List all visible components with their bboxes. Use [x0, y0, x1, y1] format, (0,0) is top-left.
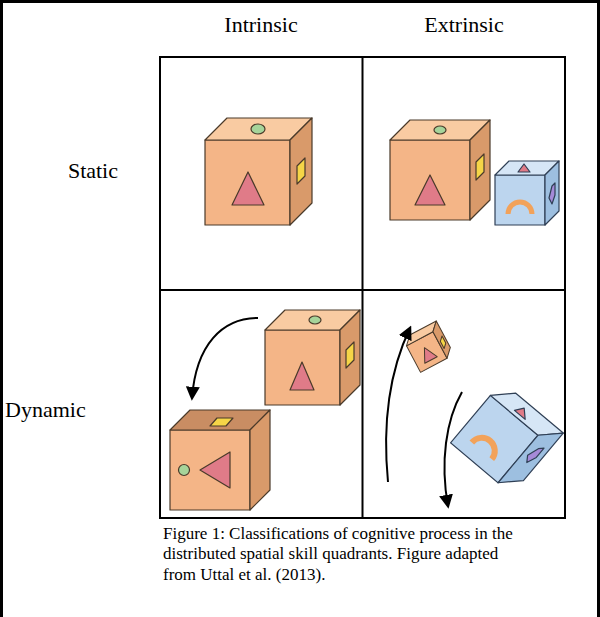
column-header: Extrinsic	[424, 12, 503, 38]
frame-part	[0, 0, 3, 617]
rotation-arrow	[192, 318, 258, 398]
column-header: Intrinsic	[224, 12, 297, 38]
cube-figure-part	[508, 202, 532, 214]
rotation-arrow	[444, 392, 462, 506]
small-cube-figure-part	[438, 336, 447, 348]
cube-figure-part	[290, 118, 312, 225]
cube-figure	[265, 310, 360, 405]
rotated-cube-figure-part	[472, 433, 500, 460]
cube-figure-part	[549, 183, 555, 204]
cube-figure-part	[232, 172, 264, 205]
cube-figure-part	[290, 362, 314, 390]
small-cube-figure-part	[429, 321, 454, 358]
rotated-cube-figure	[170, 410, 270, 510]
quadrant-grid	[160, 57, 565, 518]
cube-figure-part	[476, 154, 484, 180]
cube-figure-part	[340, 310, 360, 405]
rotated-cube-figure-part	[498, 421, 563, 494]
cube-figure-part	[518, 164, 530, 172]
figure-caption: Figure 1: Classifications of cognitive p…	[163, 524, 515, 585]
quadrant-grid-part	[160, 289, 565, 291]
cube-figure	[205, 118, 312, 225]
cube-figure	[390, 120, 490, 220]
cube-figure-part	[470, 120, 490, 220]
rotated-cube-figure-part	[250, 410, 270, 510]
cube-figure-part	[346, 342, 354, 368]
row-header: Static	[68, 158, 118, 184]
frame-part	[597, 0, 600, 617]
cube-figure-part	[205, 140, 290, 225]
rotated-cube-figure-part	[170, 430, 250, 510]
cube-figure-part	[309, 316, 321, 324]
quadrant-grid-part	[362, 57, 364, 518]
rotation-arrow	[386, 328, 410, 482]
rotated-cube-figure-part	[200, 452, 230, 488]
cube-figure-part	[434, 126, 446, 134]
cube-figure-part	[297, 158, 305, 184]
cube-figure-part	[251, 124, 265, 134]
rotated-cube-figure-part	[210, 418, 233, 426]
cube-figure-part	[495, 175, 545, 225]
row-header: Dynamic	[5, 397, 86, 423]
cube-figure-part	[390, 140, 470, 220]
rotated-cube-figure-part	[514, 404, 530, 419]
cube-figure-part	[545, 161, 559, 225]
rotated-cube-figure-part	[524, 443, 544, 465]
cube-figure	[495, 161, 559, 225]
cube-figure-part	[415, 175, 445, 205]
frame-part	[0, 0, 600, 3]
rotated-cube-figure-part	[179, 465, 190, 476]
quadrant-grid-part	[160, 57, 565, 518]
cube-figure-part	[265, 330, 340, 405]
rotated-cube-figure	[451, 382, 564, 495]
small-cube-figure-part	[418, 344, 437, 363]
